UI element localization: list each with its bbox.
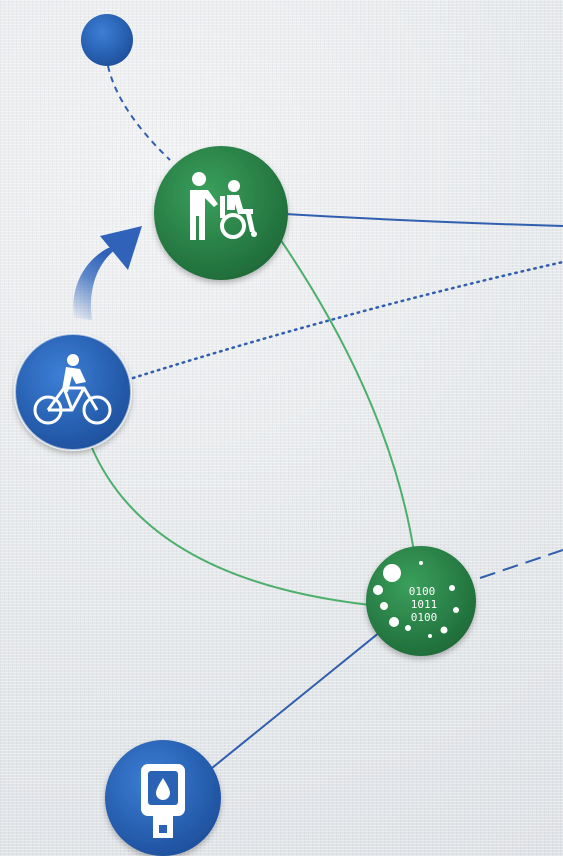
glucometer-icon	[141, 764, 185, 838]
cyclist-node	[14, 333, 132, 451]
cyclist-icon	[33, 354, 112, 425]
small-blue-node	[81, 14, 133, 66]
binary-line-1: 0100	[409, 585, 436, 598]
caregiver-wheelchair-icon	[190, 172, 257, 240]
dashed-link-dot-to-caregiver	[107, 65, 171, 161]
link-caregiver-to-data	[277, 235, 415, 553]
link-data-to-glucometer	[211, 631, 381, 769]
dotted-link-cyclist-to-right	[131, 260, 563, 380]
binary-data-icon: 0100 1011 0100	[373, 561, 459, 638]
dashed-link-data-to-right	[479, 549, 563, 579]
binary-line-3: 0100	[411, 611, 438, 624]
link-caregiver-to-right	[284, 213, 563, 227]
binary-line-2: 1011	[411, 598, 438, 611]
curved-arrow-icon	[73, 226, 142, 320]
link-cyclist-to-data	[91, 447, 371, 606]
